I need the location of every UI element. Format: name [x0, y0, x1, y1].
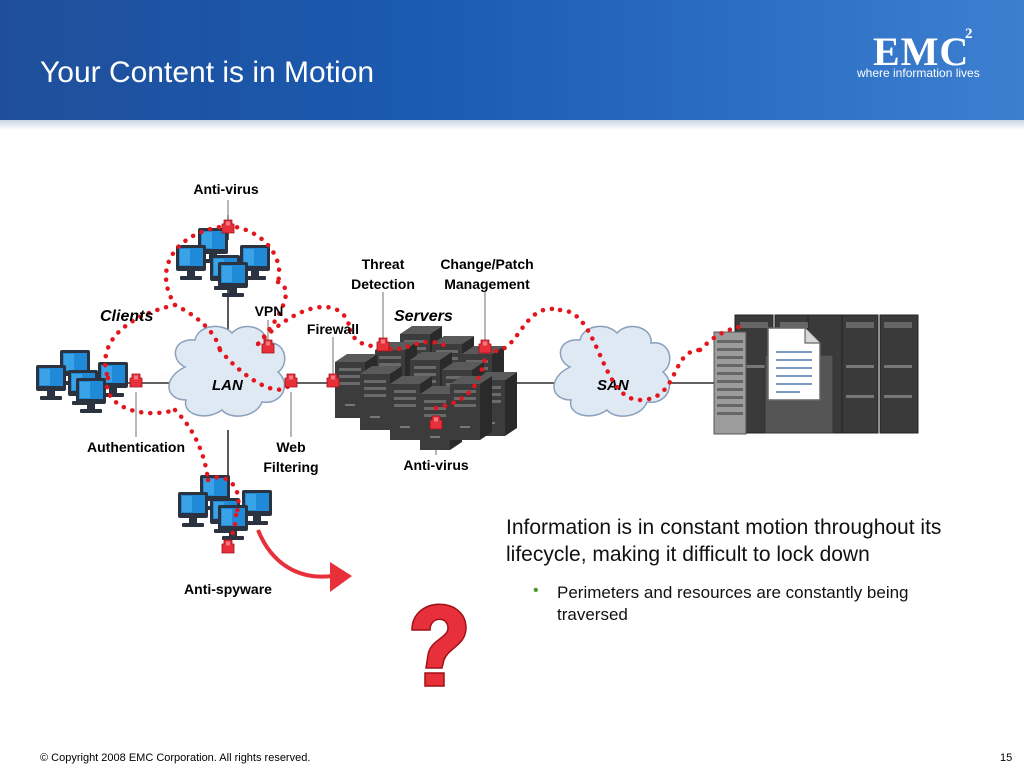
change-patch-label-line2: Management — [444, 276, 530, 292]
header-shadow — [0, 120, 1024, 130]
vpn-label: VPN — [255, 303, 284, 319]
logo-text: EMC — [873, 29, 970, 74]
san-cloud: SAN — [553, 325, 671, 417]
logo-superscript: 2 — [965, 26, 973, 42]
lock-icon — [429, 415, 443, 430]
web-filtering-label-line1: Web — [276, 439, 305, 455]
lock-icon — [326, 373, 340, 388]
curved-arrow-icon — [256, 529, 352, 592]
san-label: SAN — [597, 377, 630, 394]
lock-icon — [261, 339, 275, 354]
threat-detection-label-line1: Threat — [362, 256, 405, 272]
authentication-label: Authentication — [87, 439, 185, 455]
logo-tagline: where information lives — [857, 66, 980, 80]
lan-label: LAN — [212, 377, 244, 394]
antispyware-label: Anti-spyware — [184, 581, 272, 597]
lock-icon — [284, 373, 298, 388]
lan-cloud: LAN — [168, 325, 286, 417]
firewall-label: Firewall — [307, 321, 359, 337]
web-filtering-label-line2: Filtering — [263, 459, 318, 475]
copyright-text: © Copyright 2008 EMC Corporation. All ri… — [40, 752, 311, 764]
change-patch-label-line1: Change/Patch — [440, 256, 533, 272]
lock-icon — [221, 219, 235, 234]
bullet-item: • Perimeters and resources are constantl… — [506, 582, 976, 626]
client-monitors-top — [176, 228, 270, 297]
info-main-text: Information is in constant motion throug… — [506, 516, 942, 566]
info-text-block: Information is in constant motion throug… — [506, 514, 976, 626]
slide-title: Your Content is in Motion — [40, 56, 375, 89]
header-banner — [0, 0, 1024, 120]
question-mark-icon — [411, 603, 467, 687]
threat-detection-label-line2: Detection — [351, 276, 415, 292]
servers-label: Servers — [394, 308, 453, 325]
bullet-text: Perimeters and resources are constantly … — [557, 583, 909, 624]
antivirus-top-label: Anti-virus — [193, 181, 259, 197]
lock-icon — [478, 339, 492, 354]
antivirus-bottom-label: Anti-virus — [403, 457, 469, 473]
callout-lines — [135, 200, 486, 455]
bullet-dot-icon: • — [533, 582, 539, 599]
lock-icon — [221, 539, 235, 554]
lock-icon — [376, 337, 390, 352]
clients-label: Clients — [100, 308, 153, 325]
document-icon — [767, 327, 821, 401]
page-number: 15 — [1000, 752, 1013, 764]
emc-logo: EMC 2 where information lives — [855, 26, 995, 83]
lock-icon — [129, 373, 143, 388]
